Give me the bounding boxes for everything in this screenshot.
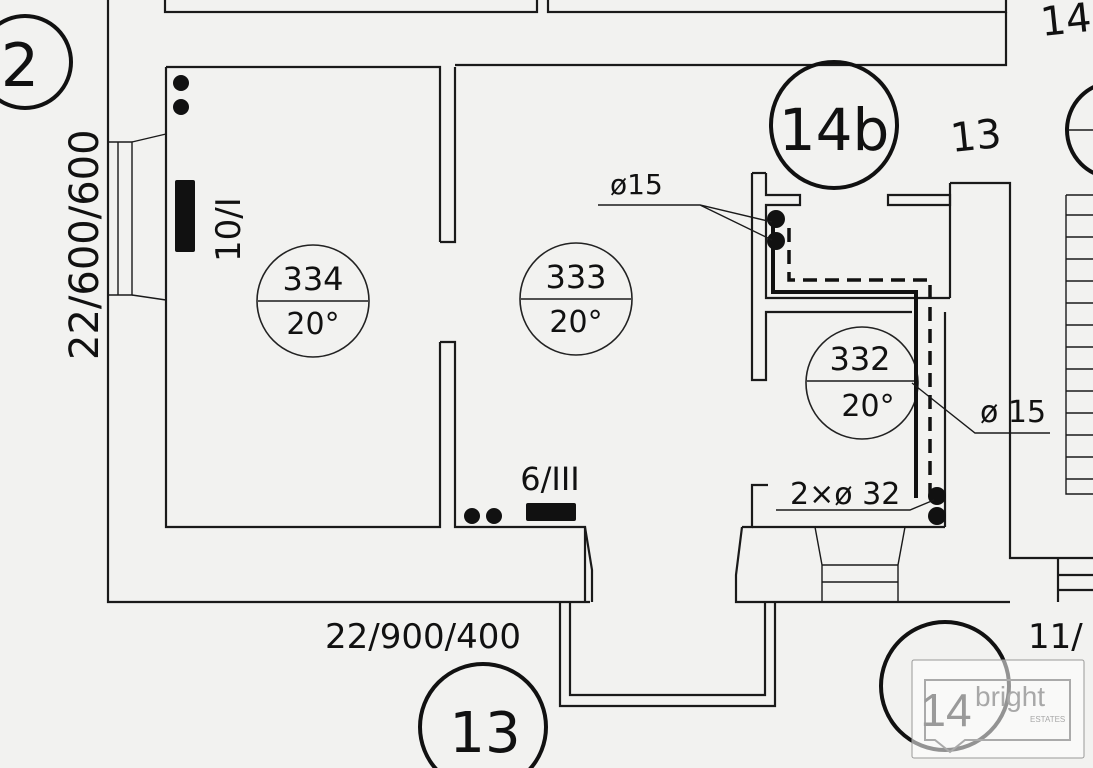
leader-upper <box>598 204 773 241</box>
room-332-temp: 20° <box>841 389 894 424</box>
room-334-wall-rest <box>164 67 442 529</box>
window-bottom <box>814 526 906 602</box>
room-333: 333 20° <box>519 242 633 356</box>
doorjamb-left <box>583 526 594 602</box>
partition-lower <box>440 340 587 602</box>
section-14b-label: 14b <box>779 96 890 164</box>
room-332: 332 20° <box>805 326 919 440</box>
pipe-riser-label: 2×ø 32 <box>790 477 900 512</box>
radiator-left: 10/I <box>173 75 249 262</box>
room-334-wall-top <box>166 65 442 242</box>
room-334-temp: 20° <box>286 307 339 342</box>
section-marker-14b: 14b <box>769 60 899 190</box>
section-marker-13: 13 <box>418 662 548 768</box>
stair-outline <box>1065 194 1093 495</box>
logo-number: 14 <box>920 684 971 736</box>
leader-right <box>911 382 1050 434</box>
section-13-label: 13 <box>449 701 520 766</box>
shaft-wall-inner <box>764 173 950 300</box>
shaft-wall-left <box>750 173 912 382</box>
upper-corridor-wall <box>455 12 1008 67</box>
jamb-right-top <box>742 483 768 529</box>
brand-logo: 14 bright ESTATES <box>911 659 1085 759</box>
top-wall-left <box>163 0 539 14</box>
section-marker-2: 2 <box>0 14 73 110</box>
room-332-number: 332 <box>829 340 890 378</box>
edge-label-top-right: 14 <box>1038 0 1093 46</box>
pipe-right-label: ø 15 <box>980 395 1046 430</box>
stair-bottom <box>1056 558 1093 602</box>
leader-riser <box>776 499 935 511</box>
building-walls <box>106 0 1093 708</box>
left-wall-dimension: 22/600/600 <box>62 129 108 360</box>
bottom-wall-right <box>734 526 1010 604</box>
stair-wall <box>950 181 1093 560</box>
window-left-splay <box>131 133 167 301</box>
radiator-bottom: 6/III <box>464 460 580 524</box>
partition-upper <box>440 67 457 244</box>
pipe-dashed <box>787 228 932 500</box>
entry-inner <box>568 602 767 697</box>
radiator-bottom-label: 6/III <box>520 460 579 498</box>
logo-brand: bright <box>975 681 1045 712</box>
partial-circle-right <box>1065 85 1093 175</box>
room-334-number: 334 <box>282 260 343 298</box>
room-333-temp: 20° <box>549 305 602 340</box>
pipe-solid <box>771 220 918 498</box>
outer-wall-left-bottom <box>106 0 590 604</box>
bottom-wall-dimension: 22/900/400 <box>325 617 521 657</box>
top-wall-right <box>546 0 1008 14</box>
window-left <box>108 141 133 296</box>
pipe-upper-label: ø15 <box>610 168 663 201</box>
radiator-left-label: 10/I <box>209 197 249 262</box>
edge-label-bottom-right: 11/ <box>1028 617 1083 657</box>
stair-treads <box>1066 214 1093 480</box>
entry-outer <box>558 602 777 708</box>
edge-label-right: 13 <box>948 111 1003 162</box>
room-334: 334 20° <box>256 244 370 358</box>
door-stub-right <box>886 193 952 207</box>
pipe-labels: ø15 ø 15 2×ø 32 <box>598 168 1050 512</box>
section-2-label: 2 <box>1 31 39 101</box>
room-333-number: 333 <box>545 258 606 296</box>
logo-sub: ESTATES <box>1030 715 1065 724</box>
